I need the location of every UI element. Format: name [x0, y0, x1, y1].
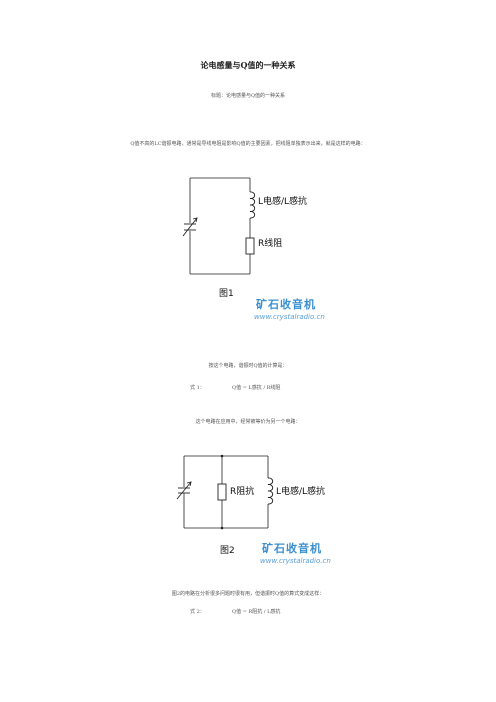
paragraph-q-calc: 按这个电路，谐振时Q值的计算是： [208, 363, 288, 369]
inductor-icon [267, 477, 274, 505]
circuit-diagram-2 [176, 454, 274, 530]
inductor-label: L电感/L感抗 [258, 197, 308, 207]
circuit-diagram-1 [182, 177, 256, 275]
figure-1: L电感/L感抗 R线阻 图1 矿石收音机 www.crystalradio.cn [180, 170, 340, 330]
resistor-icon [217, 483, 227, 501]
formula-2-label: 式 2： [190, 609, 205, 615]
formula-2: Q值 = R阻抗 / L感抗 [232, 609, 281, 615]
watermark-text: 矿石收音机 [256, 298, 316, 311]
doc-title: 论电感量与Q值的一种关系 [200, 60, 296, 70]
resistor-icon [245, 237, 255, 255]
formula-1-label: 式 1： [190, 385, 205, 391]
watermark-url: www.crystalradio.cn [260, 557, 331, 565]
figure-caption: 图1 [219, 289, 234, 299]
paragraph-intro: Q值不高的LC谐振电路，通常是导线电阻是影响Q值的主要因素，把线阻单独表示出来，… [130, 141, 366, 147]
formula-1: Q值 = L感抗 / R线阻 [232, 385, 281, 391]
inductor-icon [249, 191, 256, 219]
resistor-label: R线阻 [258, 239, 283, 249]
variable-capacitor-icon [182, 217, 198, 237]
watermark-url: www.crystalradio.cn [254, 313, 325, 321]
figure-2: R阻抗 L电感/L感抗 图2 矿石收音机 www.crystalradio.cn [176, 448, 366, 584]
resistor-label: R阻抗 [230, 487, 255, 497]
paragraph-figure2-note: 图2的电路在分析很多问题时很有用，但谐振时Q值的算式变成这样： [171, 591, 325, 597]
watermark-text: 矿石收音机 [262, 542, 322, 555]
inductor-label: L电感/L感抗 [276, 487, 326, 497]
figure-caption: 图2 [220, 546, 235, 556]
variable-capacitor-icon [176, 481, 192, 500]
paragraph-equivalent: 这个电路在应用中，经常被等价为另一个电路： [195, 419, 301, 425]
doc-subtitle: 标题：论电感量与Q值的一种关系 [210, 93, 286, 99]
